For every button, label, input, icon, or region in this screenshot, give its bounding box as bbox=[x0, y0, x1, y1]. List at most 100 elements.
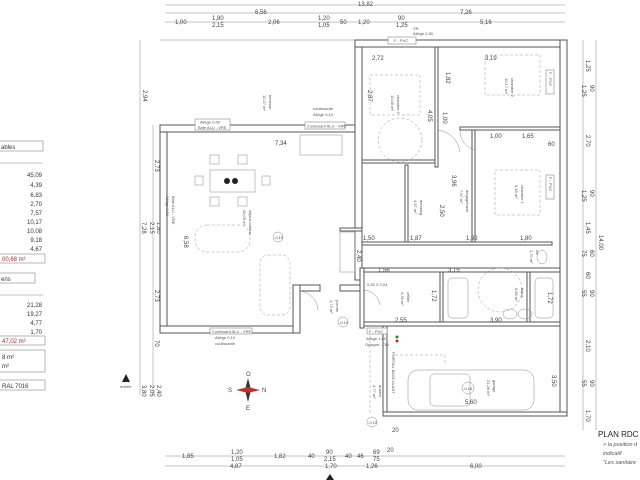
sink bbox=[502, 308, 518, 320]
door-label: 0,83 X 2,04 bbox=[367, 282, 388, 287]
dim: 1,26 bbox=[366, 464, 378, 470]
dim: 6,00 bbox=[470, 464, 482, 470]
dim: 2,40 bbox=[355, 250, 361, 262]
dim: 1,70 bbox=[325, 464, 337, 470]
opening-labels: Allège 0,00 Baie ALU - VRE coulissante A… bbox=[165, 26, 555, 394]
window-label: Allège 0,00 bbox=[165, 196, 170, 217]
dim: 1,65 bbox=[522, 134, 534, 140]
compass-icon: N S O E bbox=[228, 372, 266, 412]
dim: 3,80 bbox=[140, 385, 146, 397]
table2-total: 47,02 m² bbox=[2, 339, 26, 345]
dim: 2,15 bbox=[324, 457, 336, 463]
compass-south: S bbox=[228, 388, 232, 394]
room-wc: wc bbox=[535, 250, 540, 255]
dim: 1,20 bbox=[231, 450, 243, 456]
window-label: Allège 0,10 bbox=[313, 112, 334, 117]
dim: 2,73 bbox=[153, 160, 159, 172]
dim: 4,87 bbox=[230, 464, 242, 470]
room-auvent: auvent bbox=[378, 385, 383, 398]
dim: 90 bbox=[588, 190, 594, 197]
table1-value: 6,83 bbox=[30, 193, 42, 199]
window-label: Coulissant ALU - VRE bbox=[307, 124, 346, 129]
dim: 1,20 bbox=[358, 20, 370, 26]
room-bains-area: 6,83 m² bbox=[514, 288, 519, 302]
dim: 46 bbox=[357, 454, 364, 460]
table2-header: ens bbox=[1, 277, 11, 283]
dim: 2,87 bbox=[366, 90, 372, 102]
window-label: Coulissant ALU - VRE bbox=[212, 329, 251, 334]
window-label: Allège 0,10 bbox=[215, 335, 236, 340]
dim: 60 bbox=[588, 250, 594, 257]
entry-arrow-icon bbox=[326, 474, 334, 480]
room-wc-area: 1,70 m² bbox=[529, 250, 534, 264]
room-labels: terrasse 10,27 m² séjour-cuisine 45,09 m… bbox=[242, 78, 540, 428]
window-label: Baie ALU - VRE bbox=[171, 196, 176, 225]
level-mark: -0,10 bbox=[339, 320, 349, 325]
dim: 2,73 bbox=[153, 290, 159, 302]
table1-value: 9,18 bbox=[30, 238, 42, 244]
dim: 1,87 bbox=[410, 236, 422, 242]
table1-header-box bbox=[0, 140, 44, 152]
table2-value: 21,28 bbox=[27, 303, 43, 309]
garage-door-swing bbox=[395, 354, 446, 365]
window-label: VR bbox=[413, 26, 419, 31]
plan-note: indicatif bbox=[603, 451, 622, 457]
kitchen-counter bbox=[339, 231, 356, 273]
dim: 90 bbox=[588, 380, 594, 387]
dim: 1,80 bbox=[212, 16, 224, 22]
room-dressing-area: 4,67 m² bbox=[413, 200, 418, 214]
room-chambre3: chambre 3 bbox=[396, 95, 401, 115]
room-sejour: séjour-cuisine bbox=[248, 210, 253, 235]
interior-dimensions: 7,34 6,58 2,72 3,19 2,87 1,82 4,05 1,00 … bbox=[182, 56, 556, 434]
rug bbox=[259, 254, 291, 316]
dim: 1,05 bbox=[231, 457, 243, 463]
window-label: F - PVC bbox=[394, 38, 408, 43]
window-label: Baie ALU - VRE bbox=[198, 125, 227, 130]
dim: 6,56 bbox=[255, 10, 267, 16]
plan-note: > la position d bbox=[603, 442, 638, 448]
dim: 2,05 bbox=[148, 385, 154, 397]
room-cellier: cellier bbox=[406, 292, 411, 303]
dim: 7,26 bbox=[460, 10, 472, 16]
door-swing bbox=[437, 129, 461, 153]
room-garage-area: 21,28 m² bbox=[486, 380, 491, 396]
turning-circle bbox=[377, 117, 423, 163]
room-sejour-area: 45,09 m² bbox=[242, 210, 247, 226]
dim: 55 bbox=[580, 290, 586, 297]
table1-value: 10,08 bbox=[27, 229, 43, 235]
window-label: F - PVC bbox=[369, 329, 383, 334]
window-label: coulissante bbox=[215, 341, 236, 346]
room-degagement-area: 7,57 m² bbox=[459, 190, 464, 204]
dim: 1,25 bbox=[580, 190, 586, 202]
dim: 55 bbox=[580, 380, 586, 387]
window-label: Opaque - OD bbox=[365, 342, 389, 347]
room-auvent-area: 4,77 m² bbox=[372, 385, 377, 399]
summary-line: 8 m² bbox=[2, 355, 14, 361]
bed-chambre3 bbox=[369, 74, 421, 116]
dim: 3,90 bbox=[490, 318, 502, 324]
room-chambre2-area: 10,17 m² bbox=[504, 78, 509, 94]
table2-total-box bbox=[0, 335, 46, 346]
summary-box bbox=[0, 349, 46, 373]
table1-value: 10,17 bbox=[27, 220, 43, 226]
entry-marker-icon bbox=[122, 374, 130, 382]
dim: 20 bbox=[387, 448, 394, 454]
room-bains: bains bbox=[520, 288, 525, 298]
walls bbox=[159, 39, 568, 417]
level-mark: -0,15 bbox=[274, 235, 284, 240]
door-swing bbox=[459, 129, 476, 151]
dim: 40 bbox=[308, 454, 315, 460]
surface-legend: ables 45,09 4,39 6,83 2,70 7,57 10,17 10… bbox=[0, 140, 46, 391]
dim: 1,72 bbox=[430, 290, 436, 302]
dim: 60 bbox=[584, 272, 590, 279]
dim: 2,55 bbox=[395, 318, 407, 324]
dim: 90 bbox=[588, 290, 594, 297]
turning-circle bbox=[477, 267, 523, 313]
dim: 2,40 bbox=[155, 385, 161, 397]
bed-chambre1 bbox=[494, 169, 541, 216]
room-terrasse-area: 10,27 m² bbox=[262, 95, 267, 111]
plan-note: "Les sanitaire bbox=[603, 460, 636, 466]
bed-chambre2 bbox=[484, 54, 541, 96]
dim: 1,45 bbox=[584, 222, 590, 234]
